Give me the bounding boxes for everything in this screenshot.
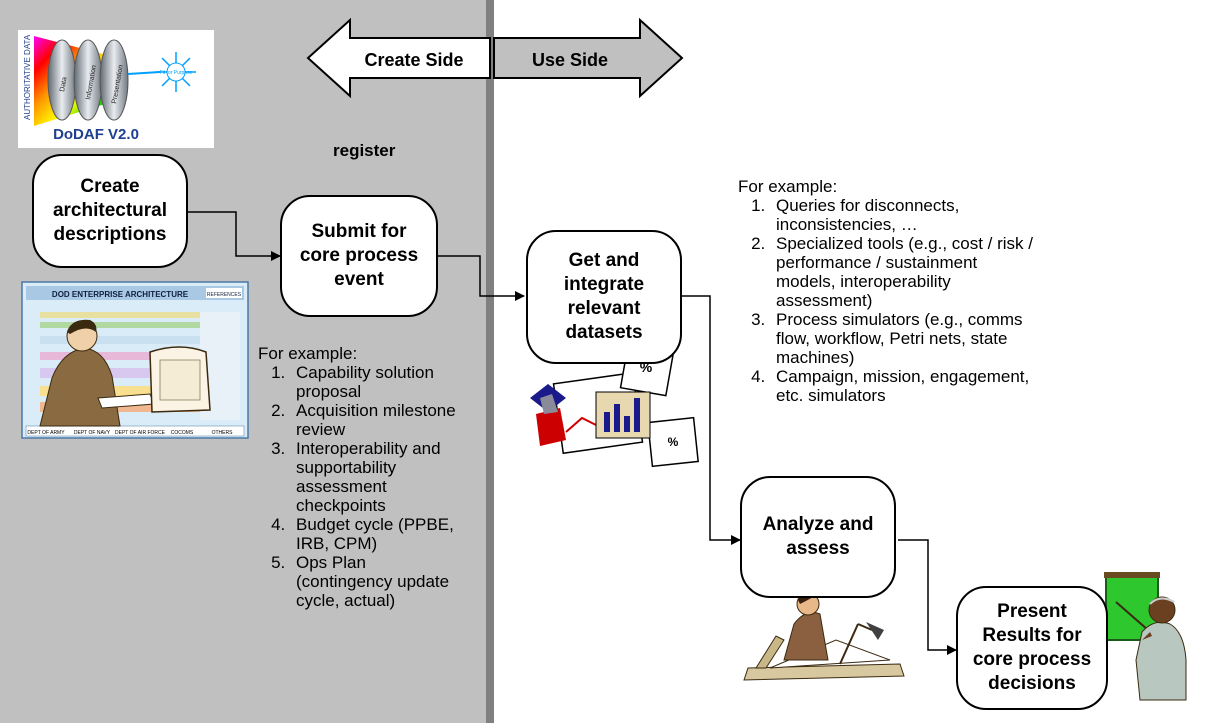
- connector-submit-get: [438, 255, 525, 301]
- logo-ring-1: Data: [59, 76, 68, 92]
- create-side-arrow: Create Side: [306, 17, 491, 99]
- step-present-results: Present Results for core process decisio…: [956, 586, 1108, 710]
- step-analyze-and-assess: Analyze and assess: [740, 476, 896, 598]
- left-example-item: Budget cycle (PPBE, IRB, CPM): [290, 515, 458, 553]
- step-get-and-integrate-datasets: Get and integrate relevant datasets: [526, 230, 682, 364]
- dodaf-logo: AUTHORITATIVE DATA Data Information Pres…: [18, 30, 214, 148]
- logo-burst-text: Fit for Purpose: [160, 70, 193, 76]
- presenter-image: [1096, 572, 1187, 701]
- flow-connectors: [186, 211, 957, 655]
- ea-footer-1: DEPT OF ARMY: [27, 430, 65, 436]
- left-examples-heading: For example:: [258, 344, 358, 363]
- use-side-arrow: Use Side: [493, 17, 684, 99]
- register-label: register: [333, 141, 396, 160]
- enterprise-architecture-image: DOD ENTERPRISE ARCHITECTURE REFERENCES D…: [21, 281, 249, 439]
- use-side-label: Use Side: [532, 50, 608, 70]
- connector-create-submit: [186, 211, 281, 261]
- left-examples-list: Capability solution proposal Acquisition…: [258, 363, 458, 610]
- percent-glyph-2: %: [668, 435, 679, 449]
- drafting-man-image: [743, 592, 905, 681]
- right-example-item: Specialized tools (e.g., cost / risk / p…: [770, 234, 1038, 310]
- right-examples-list: Queries for disconnects, inconsistencies…: [738, 196, 1038, 405]
- step-create-architectural-descriptions: Create architectural descriptions: [32, 154, 188, 268]
- step-submit-for-core-process-event: Submit for core process event: [280, 195, 438, 317]
- left-example-item: Capability solution proposal: [290, 363, 458, 401]
- left-example-item: Ops Plan (contingency update cycle, actu…: [290, 553, 458, 610]
- connector-analyze-present: [898, 539, 957, 655]
- ea-references: REFERENCES: [207, 292, 242, 298]
- ea-footer-2: DEPT OF NAVY: [74, 430, 111, 436]
- right-examples: For example: Queries for disconnects, in…: [738, 177, 1038, 405]
- ea-title: DOD ENTERPRISE ARCHITECTURE: [52, 290, 189, 299]
- ea-footer-5: OTHERS: [212, 430, 234, 436]
- ea-footer-3: DEPT OF AIR FORCE: [115, 430, 166, 436]
- left-examples: For example: Capability solution proposa…: [258, 344, 458, 610]
- ea-footer-4: COCOMS: [171, 430, 194, 436]
- connector-get-analyze: [682, 295, 741, 545]
- right-examples-heading: For example:: [738, 177, 838, 196]
- left-example-item: Interoperability and supportability asse…: [290, 439, 458, 515]
- create-side-label: Create Side: [364, 50, 463, 70]
- logo-vertical-text: AUTHORITATIVE DATA: [23, 34, 32, 120]
- right-example-item: Queries for disconnects, inconsistencies…: [770, 196, 1038, 234]
- right-example-item: Campaign, mission, engagement, etc. simu…: [770, 367, 1038, 405]
- logo-title: DoDAF V2.0: [53, 126, 139, 143]
- right-example-item: Process simulators (e.g., comms flow, wo…: [770, 310, 1038, 367]
- left-example-item: Acquisition milestone review: [290, 401, 458, 439]
- side-divider: [486, 0, 494, 723]
